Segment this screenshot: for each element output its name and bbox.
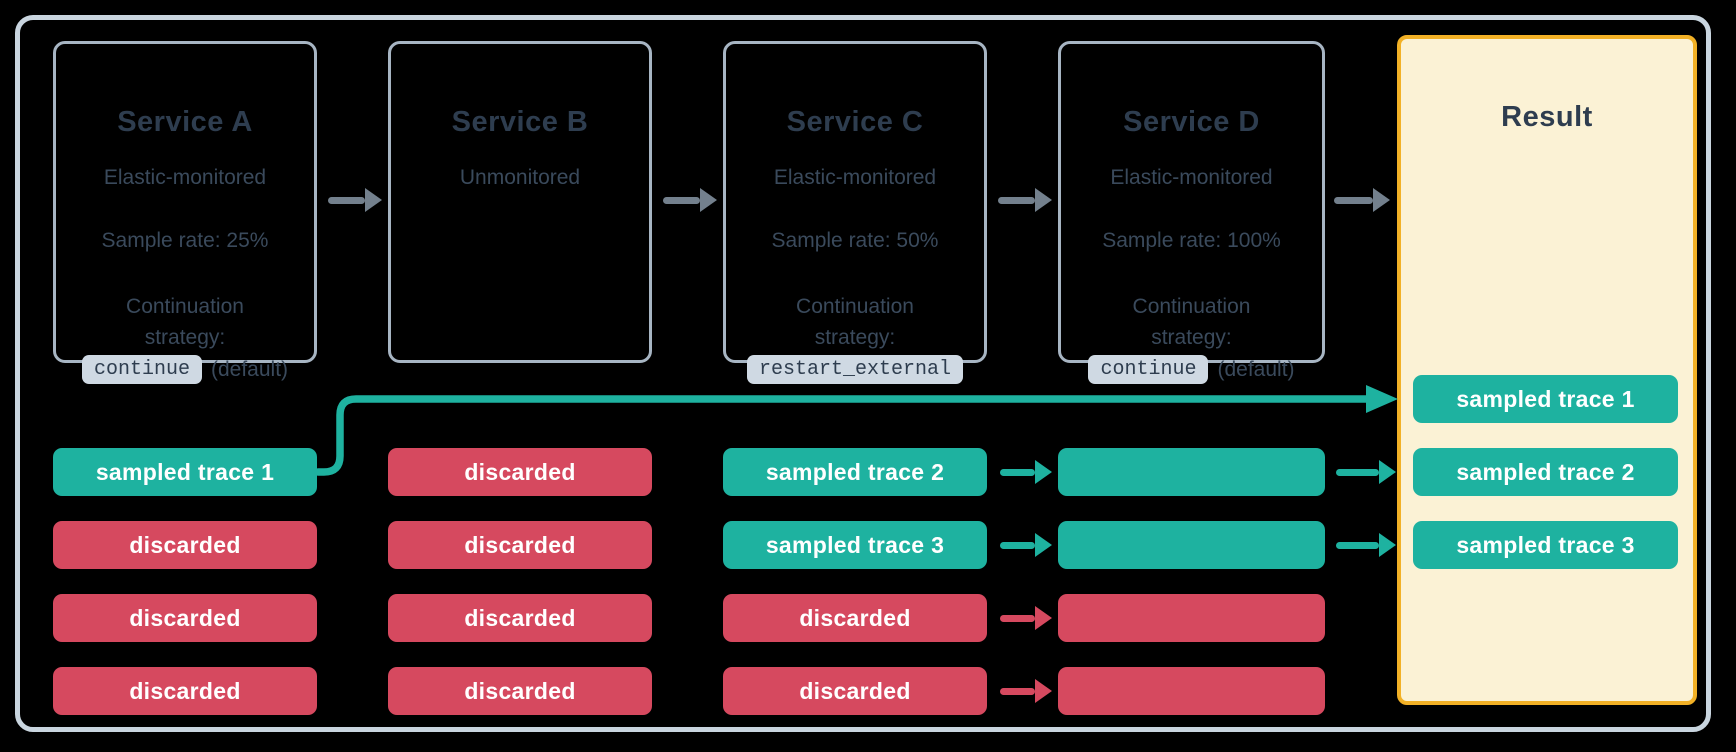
trace-box: discarded xyxy=(53,667,317,715)
arrow-head xyxy=(1035,679,1052,703)
trace-label: discarded xyxy=(799,677,911,704)
arrow-head xyxy=(700,188,717,212)
trace-label: sampled trace 3 xyxy=(1456,531,1635,558)
trace-label: discarded xyxy=(129,677,241,704)
trace-box xyxy=(1058,521,1325,569)
arrow-shaft xyxy=(1336,541,1379,549)
trace-box: discarded xyxy=(723,594,987,642)
trace-box xyxy=(1058,448,1325,496)
trace-box: sampled trace 1 xyxy=(53,448,317,496)
trace-box: discarded xyxy=(53,521,317,569)
trace-label: discarded xyxy=(464,604,576,631)
trace-box: discarded xyxy=(388,521,652,569)
service-c-sample-rate: Sample rate: 50% xyxy=(771,229,939,252)
service-d-strategy-chip: continue xyxy=(1088,355,1209,384)
service-d-box: Service D Elastic-monitored Sample rate:… xyxy=(1058,41,1325,384)
service-b-box: Service B Unmonitored xyxy=(388,41,652,363)
arrow-right-icon xyxy=(1000,533,1052,557)
trace-label: discarded xyxy=(129,531,241,558)
trace-label: discarded xyxy=(464,458,576,485)
trace-label: sampled trace 3 xyxy=(765,531,945,558)
trace-box: discarded xyxy=(53,594,317,642)
trace-box: discarded xyxy=(388,448,652,496)
service-d-subtitle: Elastic-monitored xyxy=(1110,166,1273,189)
service-c-title: Service C xyxy=(786,106,924,138)
outer-frame xyxy=(15,15,1711,732)
trace-box xyxy=(1058,667,1325,715)
arrow-head xyxy=(1035,188,1052,212)
arrow-head xyxy=(1379,533,1396,557)
trace-label: sampled trace 1 xyxy=(95,458,275,485)
trace-label: discarded xyxy=(464,531,576,558)
trace-label: sampled trace 1 xyxy=(1456,385,1635,412)
result-box: Result xyxy=(1397,35,1697,705)
arrow-right-icon xyxy=(1334,188,1390,212)
trace-box: sampled trace 3 xyxy=(723,521,987,569)
arrow-right-icon xyxy=(328,188,382,212)
trace-box: sampled trace 1 xyxy=(1413,375,1678,423)
arrow-head xyxy=(1379,460,1396,484)
service-a-subtitle: Elastic-monitored xyxy=(103,166,267,189)
arrow-head xyxy=(1035,606,1052,630)
trace-box: discarded xyxy=(723,667,987,715)
arrow-right-icon xyxy=(1336,533,1396,557)
arrow-right-icon xyxy=(1336,460,1396,484)
service-c-strategy-label: Continuation strategy: xyxy=(796,295,914,349)
arrow-shaft xyxy=(1000,687,1035,695)
arrow-right-icon xyxy=(1000,460,1052,484)
arrow-head xyxy=(1035,460,1052,484)
arrow-shaft xyxy=(1000,614,1035,622)
service-d-strategy-label: Continuation strategy: xyxy=(1132,295,1251,349)
trace-box: sampled trace 3 xyxy=(1413,521,1678,569)
arrow-right-icon xyxy=(663,188,717,212)
service-c-strategy-row: restart_external xyxy=(726,355,984,384)
service-a-strategy-label: Continuation strategy: xyxy=(126,295,244,349)
service-d-strategy-suffix: (default) xyxy=(1217,357,1295,381)
service-d-strategy-row: continue (default) xyxy=(1061,355,1322,384)
service-a-sample-rate: Sample rate: 25% xyxy=(101,229,269,252)
trace-box: sampled trace 2 xyxy=(723,448,987,496)
trace-box: sampled trace 2 xyxy=(1413,448,1678,496)
service-a-box: Service A Elastic-monitored Sample rate:… xyxy=(53,41,317,384)
trace-label: discarded xyxy=(799,604,911,631)
service-c-subtitle: Elastic-monitored xyxy=(773,166,937,189)
service-c-strategy-chip: restart_external xyxy=(746,355,964,384)
arrow-right-icon xyxy=(998,188,1052,212)
result-title: Result xyxy=(1501,101,1593,133)
trace-box xyxy=(1058,594,1325,642)
arrow-right-icon xyxy=(1000,679,1052,703)
trace-label: discarded xyxy=(464,677,576,704)
trace-box: discarded xyxy=(388,594,652,642)
trace-label: discarded xyxy=(129,604,241,631)
service-d-sample-rate: Sample rate: 100% xyxy=(1102,229,1281,252)
service-a-strategy-chip: continue xyxy=(81,355,202,384)
service-b-title: Service B xyxy=(451,106,589,138)
arrow-shaft xyxy=(998,196,1035,204)
trace-label: sampled trace 2 xyxy=(765,458,945,485)
trace-label: sampled trace 2 xyxy=(1456,458,1635,485)
service-d-title: Service D xyxy=(1123,106,1260,138)
arrow-shaft xyxy=(663,196,700,204)
arrow-shaft xyxy=(1334,196,1373,204)
trace-box: discarded xyxy=(388,667,652,715)
arrow-shaft xyxy=(1000,468,1035,476)
arrow-shaft xyxy=(328,196,365,204)
service-c-box: Service C Elastic-monitored Sample rate:… xyxy=(723,41,987,384)
arrow-head xyxy=(1035,533,1052,557)
service-a-strategy-suffix: (default) xyxy=(210,357,289,381)
service-b-subtitle: Unmonitored xyxy=(459,166,581,189)
arrow-head xyxy=(1373,188,1390,212)
arrow-shaft xyxy=(1000,541,1035,549)
arrow-right-icon xyxy=(1000,606,1052,630)
service-a-strategy-row: continue (default) xyxy=(56,355,314,384)
service-a-title: Service A xyxy=(117,106,253,138)
arrow-head xyxy=(365,188,382,212)
arrow-shaft xyxy=(1336,468,1379,476)
